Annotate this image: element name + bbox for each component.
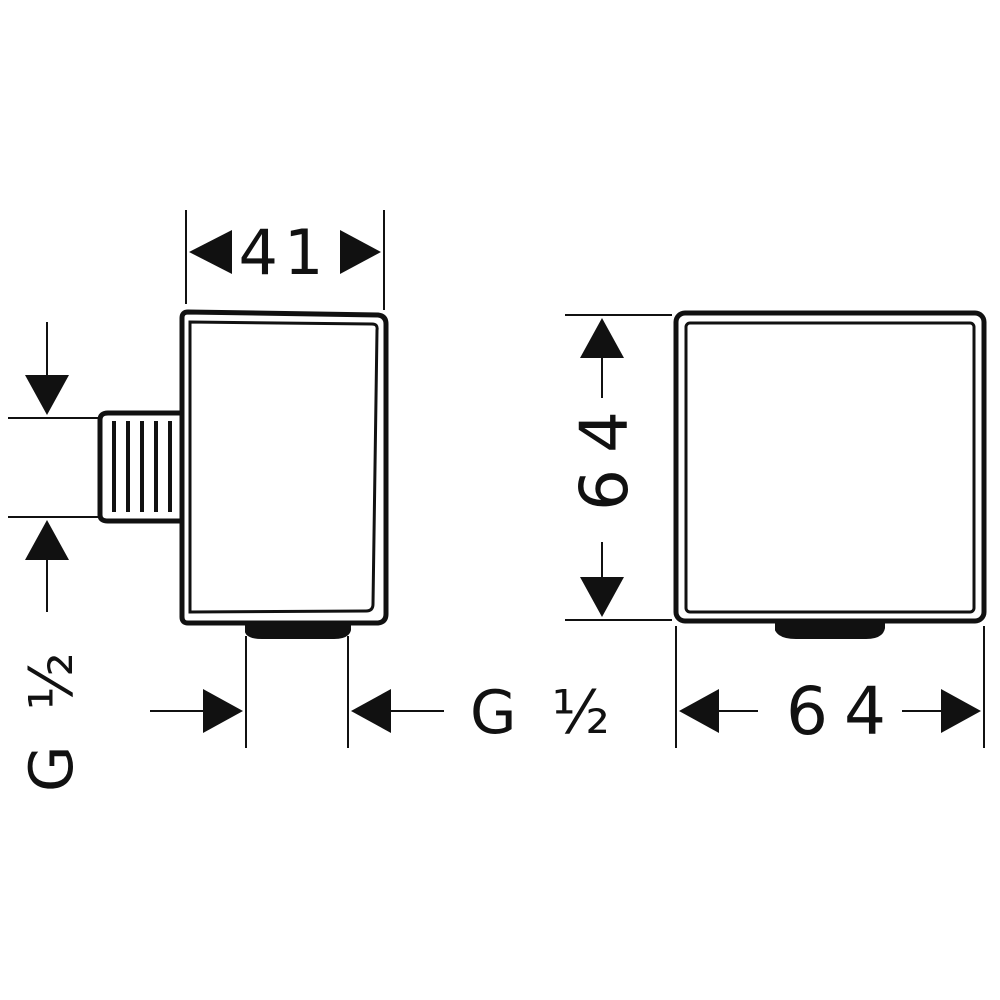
arrowhead — [25, 520, 69, 560]
side-view-body-inner-outline — [188, 320, 379, 614]
side-view-bottom-outlet — [245, 622, 351, 639]
arrowhead — [679, 689, 719, 733]
dim-depth-41: 41 — [185, 210, 385, 310]
front-view-body-outline — [673, 310, 987, 624]
arrowhead — [25, 375, 69, 415]
front-view-body-inner-outline — [684, 321, 976, 614]
arrowhead — [189, 230, 232, 274]
front-view-bottom-outlet — [775, 620, 885, 639]
threaded-inlet-outline — [97, 410, 182, 524]
dim-label-inlet-thread: G ½ — [17, 644, 87, 792]
dim-inlet-thread: G ½ — [8, 322, 98, 792]
arrowhead — [340, 230, 381, 274]
dim-label-front-width: 64 — [786, 673, 902, 750]
arrowhead — [351, 689, 391, 733]
dim-front-width: 64 — [675, 626, 985, 750]
arrowhead — [941, 689, 981, 733]
arrowhead — [203, 689, 243, 733]
dim-label-outlet-thread: G ½ — [470, 678, 618, 748]
dim-front-height: 64 — [565, 314, 672, 621]
side-view-threaded-inlet — [97, 410, 182, 524]
dim-label-side-depth: 41 — [239, 216, 330, 289]
arrowhead — [580, 577, 624, 617]
dim-label-front-height: 64 — [566, 395, 643, 511]
dim-outlet-thread: G ½ — [150, 636, 618, 748]
arrowhead — [580, 318, 624, 358]
side-view-body-outline — [179, 309, 389, 626]
front-view: 64 64 — [565, 310, 987, 750]
side-view: 41 G ½ G ½ — [8, 210, 618, 792]
